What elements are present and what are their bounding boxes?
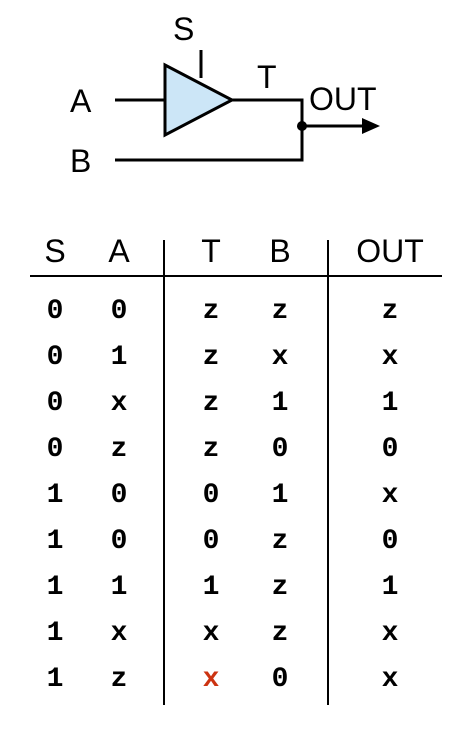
table-cell: 1 [382,388,399,419]
table-cell: 1 [47,664,64,695]
table-cell: z [382,296,399,327]
table-cell: 0 [382,526,399,557]
table-cell: z [272,296,289,327]
table-cell: 0 [111,526,128,557]
s-label: S [173,11,194,47]
t-wire [232,98,304,126]
table-cell: 0 [382,434,399,465]
table-cell: z [203,342,220,373]
table-cell: 1 [47,526,64,557]
t-label: T [257,59,277,95]
table-cell: z [111,434,128,465]
header-cell: OUT [356,233,424,269]
table-cell: 0 [47,388,64,419]
table-cell: x [272,342,289,373]
table-cell: 1 [272,480,289,511]
table-cell: 0 [111,296,128,327]
out-arrow-icon [362,118,380,134]
table-cell: x [111,618,128,649]
table-cell: x [382,664,399,695]
table-cell: 0 [47,434,64,465]
table-cell: x [203,618,220,649]
table-cell: 0 [203,526,220,557]
header-cell: B [269,233,290,269]
table-cell: x [111,388,128,419]
table-cell: 1 [111,572,128,603]
table-cell: z [203,296,220,327]
header-cell: T [201,233,221,269]
table-cell: 0 [272,664,289,695]
tristate-buffer-circuit: S A B T OUT [70,11,380,179]
table-cell: z [272,618,289,649]
table-cell: 1 [111,342,128,373]
table-cell: 1 [47,572,64,603]
junction-dot [297,121,307,131]
header-cell: A [108,233,130,269]
table-cell: z [272,526,289,557]
tristate-buffer [163,62,236,138]
table-cell: z [272,572,289,603]
b-label: B [70,143,91,179]
table-cell: 1 [203,572,220,603]
table-cell: x [382,618,399,649]
table-cell: 1 [272,388,289,419]
table-cell: x [382,480,399,511]
table-cell: z [203,388,220,419]
table-cell: 0 [111,480,128,511]
out-label: OUT [309,81,377,117]
table-cell: 0 [47,342,64,373]
table-cell: x [382,342,399,373]
table-cell: 1 [47,618,64,649]
table-cell: x [203,664,220,695]
table-header-row: S A T B OUT [44,233,423,269]
a-label: A [70,83,92,119]
table-cell: 0 [272,434,289,465]
table-cell: 0 [47,296,64,327]
b-wire [115,126,304,162]
table-cell: z [203,434,220,465]
table-cell: 0 [203,480,220,511]
table-cell: 1 [382,572,399,603]
table-cell: z [111,664,128,695]
header-cell: S [44,233,65,269]
table-cell: 1 [47,480,64,511]
